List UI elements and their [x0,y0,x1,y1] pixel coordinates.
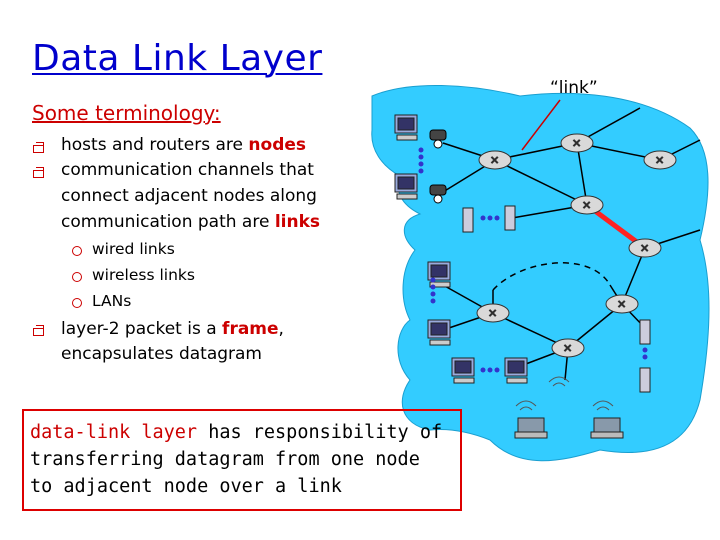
bullet-text: communication path are [61,212,275,232]
sub-bullet-lans: LANs [92,292,132,310]
svg-text:✕: ✕ [488,307,497,320]
svg-text:✕: ✕ [617,298,626,311]
wireless-icons [515,376,614,411]
bullet-marker-icon [33,325,44,336]
callout-line-1: data-link layer has responsibility of [30,419,456,446]
sub-bullet-marker-icon [72,272,82,282]
svg-text:✕: ✕ [563,342,572,355]
bullet-links-line2: connect adjacent nodes along [61,186,317,206]
callout-line-2: transferring datagram from one node [30,449,420,470]
term-frame: frame [222,319,279,339]
svg-text:✕: ✕ [640,242,649,255]
bullet-frame-line2: encapsulates datagram [61,344,262,364]
callout-text: has responsibility of [197,422,443,443]
bullet-links: communication channels that [61,160,314,180]
term-links: links [274,212,321,232]
phones [429,129,447,204]
servers [462,205,651,393]
lan-dots [418,147,648,373]
svg-text:✕: ✕ [582,199,591,212]
sub-bullet-marker-icon [72,298,82,308]
subtitle: Some terminology: [32,101,221,125]
dashed-links [492,262,611,291]
bullet-text: layer-2 packet is a [61,319,223,339]
bullet-nodes: hosts and routers are nodes [61,135,306,155]
callout-highlight: data-link layer [30,422,198,443]
network-cloud [371,84,710,462]
bullet-text: , [278,319,284,339]
laptops [514,417,624,439]
definition-callout: data-link layer has responsibility of tr… [22,409,462,511]
link-label: “link” [550,78,598,98]
bullet-links-line3: communication path are links [61,212,320,232]
bullet-text: hosts and routers are [61,135,249,155]
bullet-text: connect adjacent nodes along [61,186,317,206]
callout-line-3: to adjacent node over a link [30,476,342,497]
sub-bullet-wired: wired links [92,240,175,258]
term-nodes: nodes [248,135,307,155]
sub-bullet-wireless: wireless links [92,266,195,284]
svg-text:✕: ✕ [655,154,664,167]
bullet-marker-icon [33,142,44,153]
bullet-text: encapsulates datagram [61,344,262,364]
host-computers [394,114,528,384]
routers: ✕ ✕ ✕ ✕ ✕ ✕ ✕ ✕ [476,133,677,358]
page-title: Data Link Layer [32,38,323,79]
bullet-marker-icon [33,167,44,178]
link-arrow [521,99,561,151]
bullet-text: communication channels that [61,160,314,180]
sub-bullet-marker-icon [72,246,82,256]
bullet-frame: layer-2 packet is a frame, [61,319,284,339]
svg-text:✕: ✕ [572,137,581,150]
svg-text:✕: ✕ [490,154,499,167]
